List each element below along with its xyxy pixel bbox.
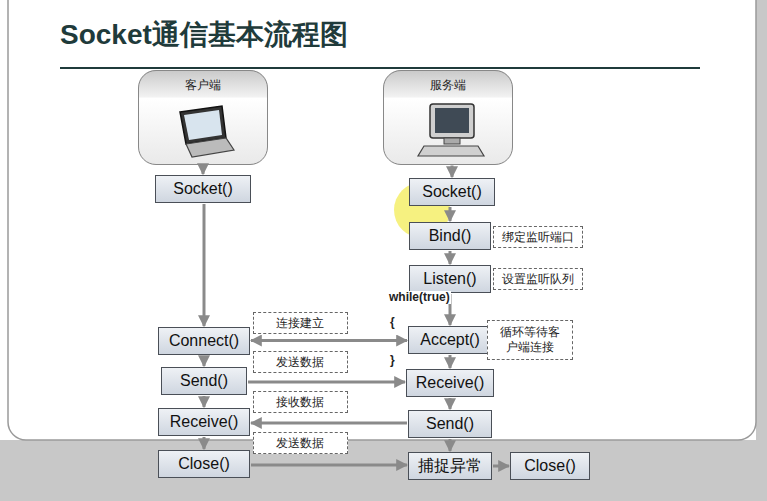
flow-arrow [203, 437, 206, 449]
dashed-note: 设置监听队列 [493, 268, 583, 290]
function-box: Receive() [406, 369, 494, 397]
slide-title: Socket通信基本流程图 [60, 16, 348, 54]
title-rule [60, 67, 700, 69]
node-text: Socket() [173, 180, 233, 198]
flow-arrow [449, 355, 452, 368]
function-box: Socket() [155, 175, 251, 203]
dashed-note: 发送数据 [253, 351, 348, 373]
function-box: Send() [161, 367, 247, 395]
node-text: 绑定监听端口 [502, 230, 574, 245]
endpoint-header: 客户端 [138, 70, 268, 165]
function-box: Close() [158, 450, 250, 478]
flow-arrow [251, 422, 407, 425]
loop-label: while(true) [388, 291, 451, 304]
function-box: Socket() [409, 178, 495, 206]
node-text: 接收数据 [276, 395, 324, 410]
dashed-note: 接收数据 [253, 391, 348, 413]
flow-arrow [449, 251, 452, 264]
header-panel [138, 70, 268, 165]
dashed-note: 发送数据 [253, 432, 348, 454]
flow-arrow [203, 356, 206, 366]
node-text: Close() [524, 457, 576, 475]
slide-ground [756, 0, 767, 501]
node-text: Close() [178, 455, 230, 473]
node-text: 发送数据 [276, 355, 324, 370]
node-text: 发送数据 [276, 436, 324, 451]
node-text: 服务端 [430, 77, 466, 94]
brace-mark: { [389, 316, 396, 329]
flow-arrow [248, 381, 405, 384]
node-text: 循环等待客户端连接 [499, 325, 561, 355]
flow-arrow [202, 166, 205, 175]
node-text: Connect() [169, 332, 239, 350]
flow-arrow [251, 339, 407, 342]
header-panel [383, 70, 513, 165]
slide-ground [0, 440, 767, 501]
flow-arrow [449, 439, 452, 451]
function-box: Close() [510, 452, 590, 480]
function-box: Receive() [158, 408, 250, 436]
function-box: Accept() [408, 326, 492, 354]
brace-mark: } [389, 354, 396, 367]
flow-arrow [451, 166, 454, 178]
node-text: Accept() [420, 331, 480, 349]
desktop-icon [418, 104, 484, 156]
dashed-note: 连接建立 [253, 312, 348, 334]
node-text: Send() [426, 415, 474, 433]
function-box: 捕捉异常 [408, 452, 492, 480]
function-box: Connect() [158, 327, 250, 355]
flow-arrow [449, 398, 452, 409]
node-text: Send() [180, 372, 228, 390]
node-text: 捕捉异常 [418, 456, 482, 477]
node-text: Bind() [429, 227, 472, 245]
node-text: Socket() [422, 183, 482, 201]
laptop-icon [180, 106, 234, 157]
function-box: Bind() [409, 222, 491, 250]
node-text: 连接建立 [276, 316, 324, 331]
node-text: Receive() [170, 413, 238, 431]
flow-arrow [251, 464, 407, 467]
dashed-note: 循环等待客户端连接 [487, 320, 573, 360]
function-box: Send() [408, 410, 492, 438]
endpoint-header: 服务端 [383, 70, 513, 165]
slide-frame [8, 0, 756, 440]
node-text: 设置监听队列 [502, 272, 574, 287]
function-box: Listen() [409, 265, 491, 293]
node-text: 客户端 [185, 77, 221, 94]
node-text: Receive() [416, 374, 484, 392]
flow-arrow [203, 204, 206, 326]
node-text: Listen() [423, 270, 476, 288]
dashed-note: 绑定监听端口 [493, 226, 583, 248]
flow-arrow [203, 396, 206, 407]
flow-arrow [449, 207, 452, 221]
flow-arrow [493, 465, 509, 468]
